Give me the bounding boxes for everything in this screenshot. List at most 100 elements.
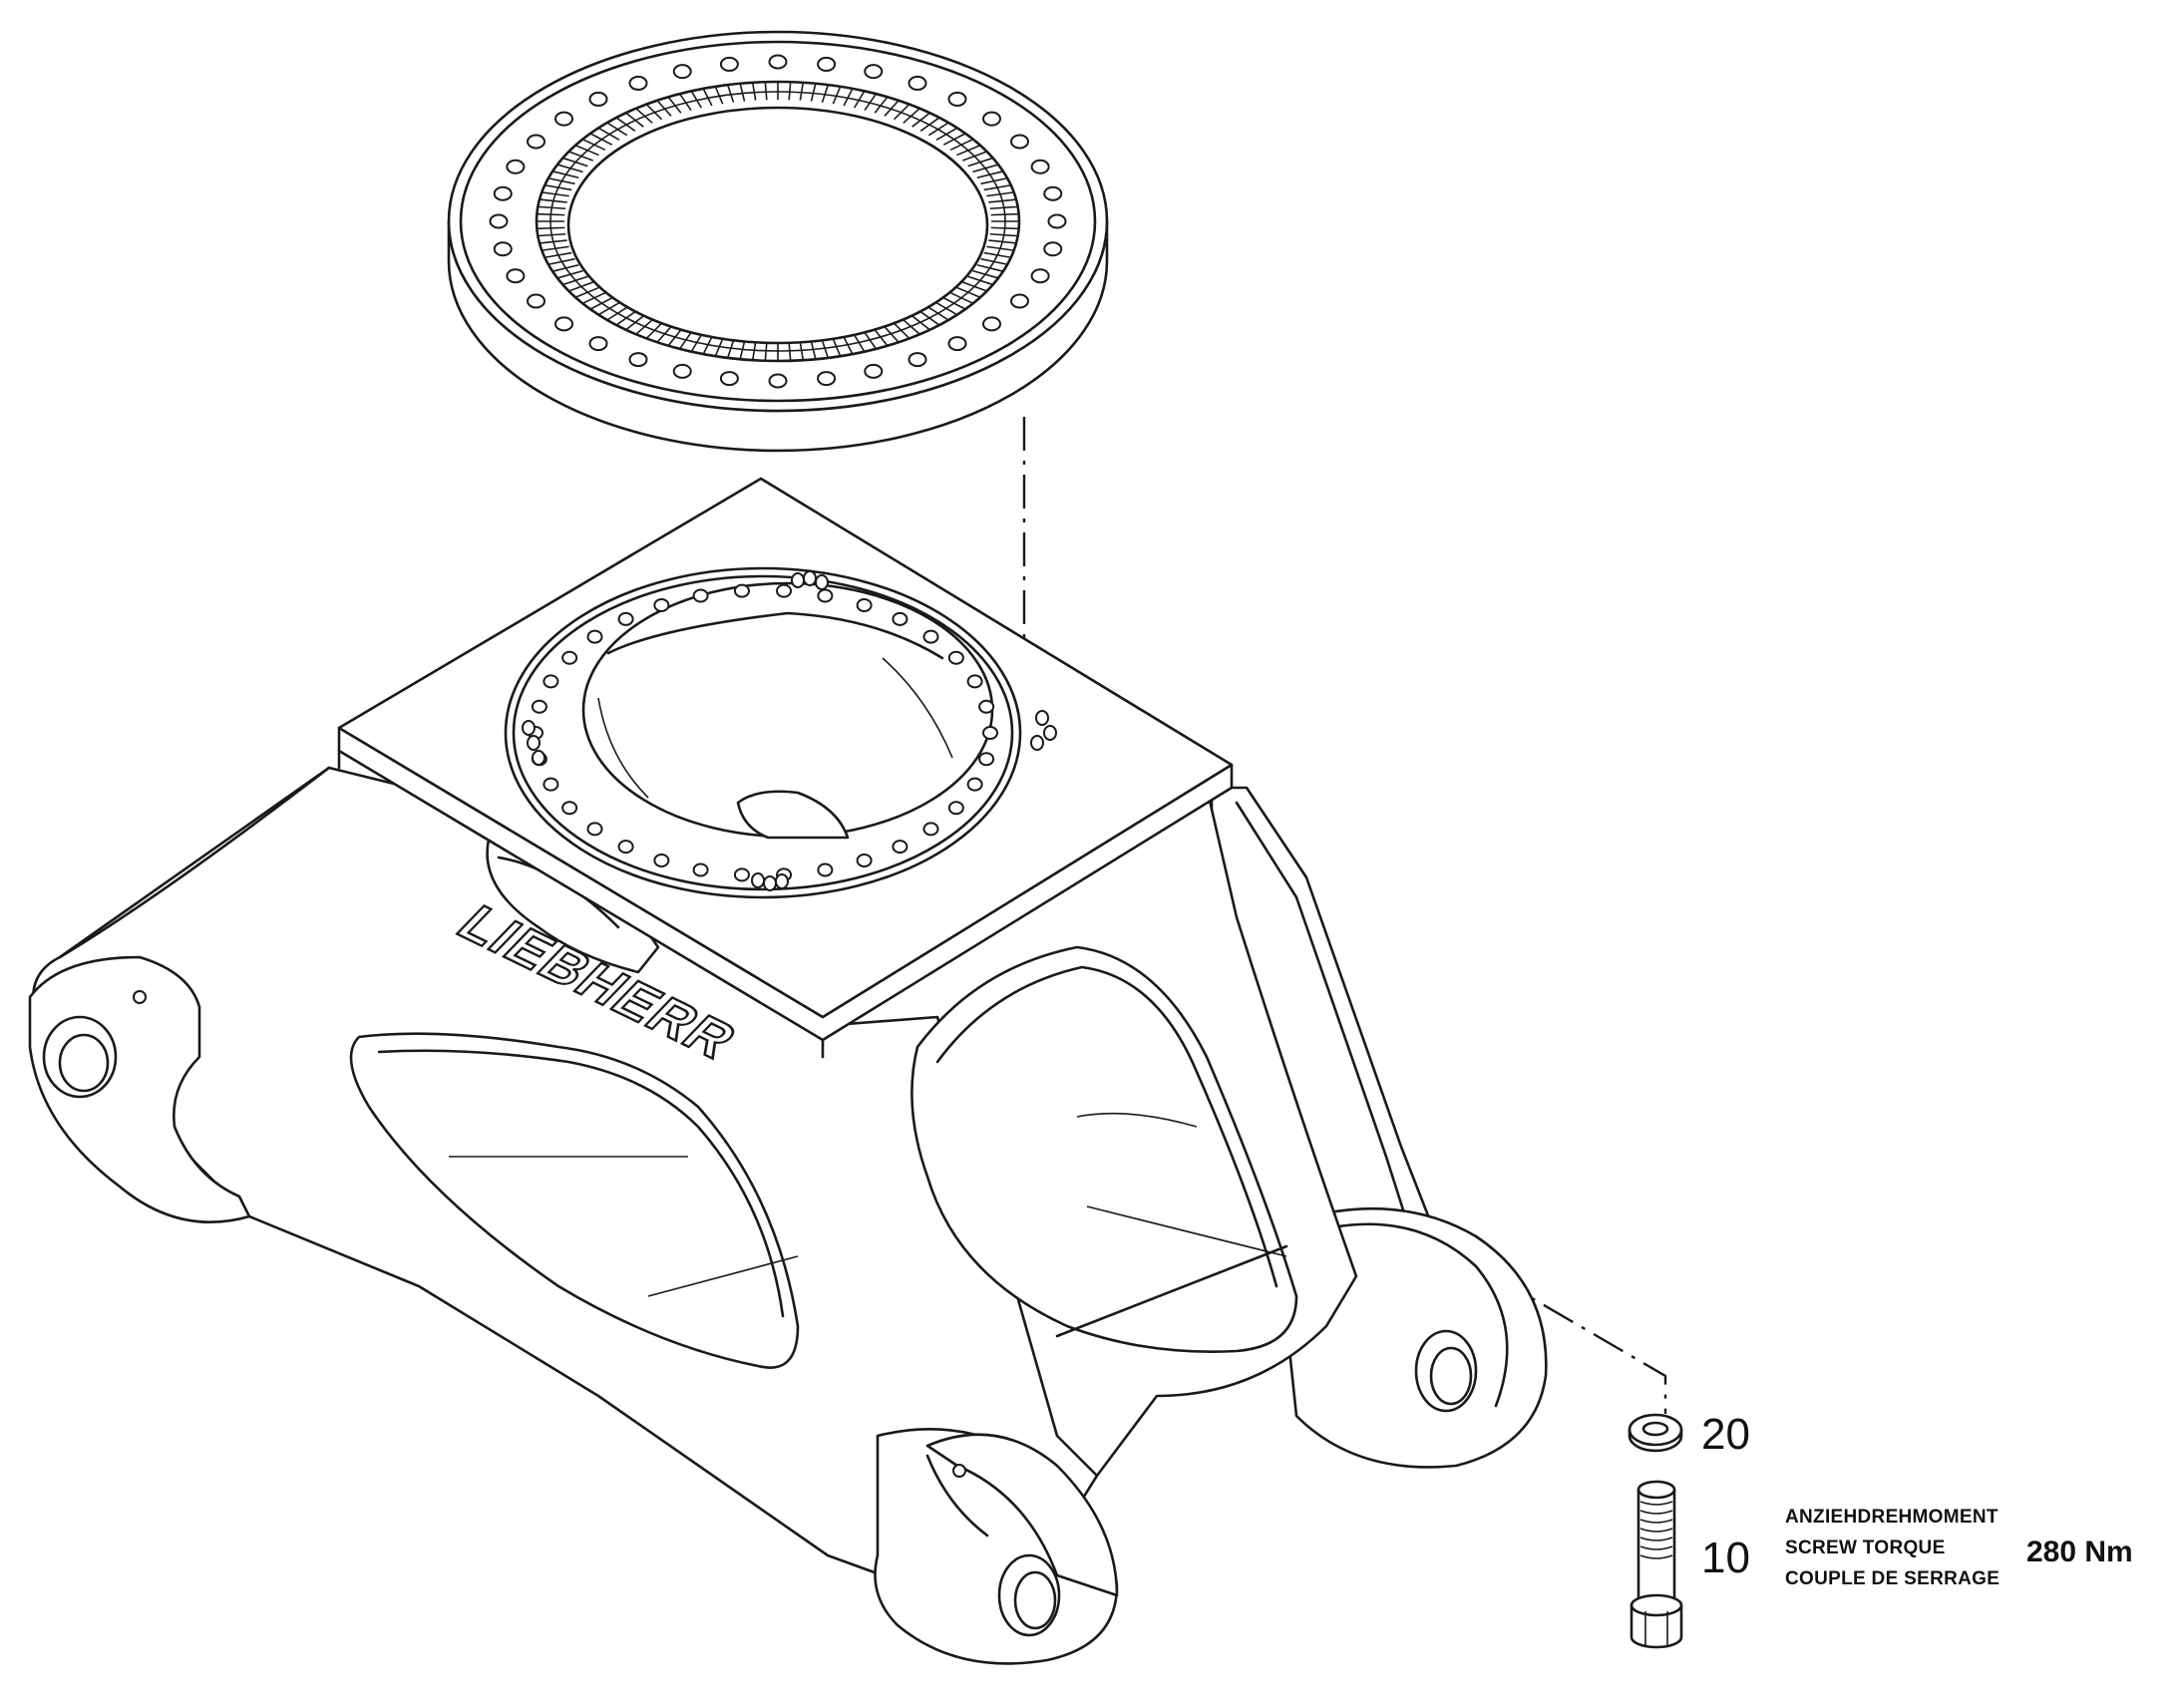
gear-teeth (537, 82, 1019, 361)
ring-bolt-hole (1030, 159, 1050, 174)
ring-bolt-hole (493, 185, 513, 201)
plate-bolt-hole (527, 735, 541, 751)
ring-bolt-hole (628, 352, 648, 368)
thread-line (1639, 1528, 1673, 1533)
ring-bolt-hole (1043, 185, 1063, 201)
ring-bolt-hole (554, 111, 574, 127)
plate-bolt-hole (922, 629, 939, 644)
torque-value: 280 Nm (2026, 1536, 2133, 1568)
part-number-20: 20 (1701, 1410, 1750, 1459)
plate-bolt-hole (1030, 735, 1044, 751)
washer-part-20 (1628, 1413, 1683, 1453)
ring-bolt-hole (1009, 293, 1029, 309)
plate-bolt-hole (966, 674, 983, 689)
ring-bolt-hole (947, 336, 967, 352)
part-number-10: 10 (1701, 1534, 1750, 1582)
ring-bolt-hole (817, 56, 837, 72)
mounting-plate (337, 477, 1234, 1059)
ring-bolt-hole (817, 371, 837, 387)
plate-bolt-hole (733, 867, 750, 882)
plate-bolt-holes (522, 570, 1057, 891)
plate-bolt-hole (617, 840, 634, 854)
plate-bolt-hole (586, 822, 603, 837)
torque-label-de: ANZIEHDREHMOMENT (1785, 1507, 1998, 1528)
cap-screw-part-10 (1630, 1480, 1683, 1649)
thread-line (1639, 1545, 1673, 1550)
ring-bolt-hole (908, 75, 927, 91)
plate-bolt-hole (543, 674, 559, 689)
plate-bolt-hole (947, 801, 964, 816)
plate-bolt-hole (733, 583, 750, 598)
plate-bolt-hole (776, 583, 793, 598)
plate-bolt-hole (653, 854, 670, 868)
ring-bolt-hole (493, 241, 513, 257)
ring-bolt-hole (864, 64, 884, 80)
torque-label-en: SCREW TORQUE (1785, 1537, 1946, 1558)
ring-bolt-hole (1047, 213, 1067, 229)
ring-bolt-hole (947, 91, 967, 107)
plate-bolt-hole (922, 822, 939, 837)
ring-bolt-hole (864, 363, 884, 379)
gear-tooth-lines (537, 82, 1019, 361)
ring-bolt-hole (628, 75, 648, 91)
plate-bolt-hole (892, 611, 908, 626)
ring-bolt-hole (588, 336, 608, 352)
plate-bolt-hole (966, 777, 983, 792)
slewing-ring-gear (447, 30, 1109, 453)
plate-bolt-hole (561, 801, 578, 816)
ring-bolt-hole (554, 316, 574, 332)
plate-bolt-hole (978, 752, 995, 767)
plate-bolt-hole (947, 650, 964, 665)
ring-bolt-hole (489, 213, 509, 229)
ring-bolt-hole (506, 268, 526, 284)
plate-bolt-hole (775, 873, 789, 889)
plate-bolt-hole (791, 572, 805, 588)
plate-bolt-hole (1043, 725, 1057, 741)
ring-bolt-hole (672, 363, 692, 379)
plate-bolt-hole (531, 699, 547, 714)
plate-bolt-hole (978, 699, 995, 714)
plate-bolt-hole (532, 750, 545, 766)
plate-bolt-hole (817, 862, 834, 877)
thread-line (1639, 1537, 1673, 1541)
plate-bolt-hole (561, 650, 578, 665)
plate-bolt-hole (815, 574, 829, 590)
plate-bolt-hole (856, 597, 873, 612)
plate-bolt-hole (763, 875, 777, 891)
ring-bolt-hole (1043, 241, 1063, 257)
plate-bolt-hole (692, 588, 709, 603)
screw-thread (1639, 1501, 1673, 1559)
torque-label-fr: COUPLE DE SERRAGE (1785, 1568, 1999, 1589)
thread-line (1639, 1510, 1673, 1515)
ring-bolt-hole (672, 64, 692, 80)
ring-bolt-hole (908, 352, 927, 368)
plate-bolt-hole (543, 777, 559, 792)
plate-bolt-hole (692, 862, 709, 877)
ring-bolt-hole (981, 316, 1001, 332)
thread-line (1639, 1501, 1673, 1506)
ring-bolt-hole (719, 56, 739, 72)
ring-bolt-hole (719, 371, 739, 387)
plate-bolt-hole (817, 588, 834, 603)
ring-bolt-hole (1030, 268, 1050, 284)
ring-bolt-hole (981, 111, 1001, 127)
plate-bolt-hole (522, 720, 536, 736)
thread-line (1639, 1519, 1673, 1524)
plate-bolt-hole (803, 570, 817, 586)
ring-bolt-hole (588, 91, 608, 107)
plate-bolt-hole (617, 611, 634, 626)
ring-bolt-hole (527, 293, 546, 309)
plate-bolt-hole (586, 629, 603, 644)
plate-bolt-hole (751, 872, 765, 888)
ring-bolt-holes (489, 54, 1067, 389)
plate-bolt-hole (653, 597, 670, 612)
ring-bolt-hole (768, 54, 788, 70)
ring-bolt-hole (1009, 134, 1029, 150)
plate-bolt-hole (892, 840, 908, 854)
plate-bolt-hole (1035, 710, 1049, 726)
plate-bolt-hole (982, 726, 998, 740)
ring-bolt-hole (506, 159, 526, 174)
thread-line (1639, 1554, 1673, 1559)
ring-bolt-hole (527, 134, 546, 150)
